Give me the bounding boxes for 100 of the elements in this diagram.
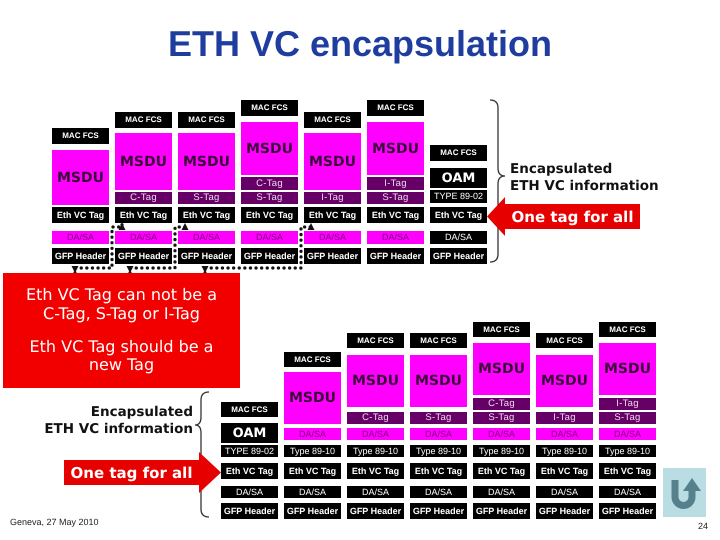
vc-tag-segment: Eth VC Tag bbox=[410, 463, 467, 479]
tag-segment: I-Tag bbox=[367, 177, 424, 190]
header-segment: GFP Header bbox=[284, 503, 341, 519]
brace-label: Encapsulated ETH VC information bbox=[510, 161, 660, 195]
msdu-segment: MSDU bbox=[473, 343, 530, 395]
tag-segment: C-Tag bbox=[115, 192, 172, 204]
address-segment: DA/SA bbox=[473, 486, 530, 498]
type-segment: Type 89-10 bbox=[473, 445, 530, 457]
fcs-segment: MAC FCS bbox=[178, 112, 235, 128]
fcs-segment: MAC FCS bbox=[473, 322, 530, 337]
header-segment: GFP Header bbox=[347, 503, 404, 519]
fcs-segment: MAC FCS bbox=[304, 112, 361, 128]
vc-tag-segment: Eth VC Tag bbox=[304, 207, 361, 223]
header-segment: GFP Header bbox=[115, 248, 172, 264]
header-segment: GFP Header bbox=[304, 248, 361, 264]
tag-segment: C-Tag bbox=[347, 412, 404, 424]
msdu-segment: MSDU bbox=[52, 150, 109, 205]
header-segment: GFP Header bbox=[367, 248, 424, 264]
header-segment: GFP Header bbox=[178, 248, 235, 264]
vc-tag-segment: Eth VC Tag bbox=[241, 207, 298, 223]
address-segment: DA/SA bbox=[284, 428, 341, 440]
vc-tag-segment: Eth VC Tag bbox=[178, 207, 235, 223]
header-segment: GFP Header bbox=[473, 503, 530, 519]
tag-segment: S-Tag bbox=[599, 412, 656, 424]
fcs-segment: MAC FCS bbox=[347, 333, 404, 348]
address-segment: DA/SA bbox=[536, 428, 593, 440]
tag-segment: S-Tag bbox=[410, 412, 467, 424]
tag-segment: S-Tag bbox=[367, 192, 424, 204]
vc-tag-segment: Eth VC Tag bbox=[430, 207, 487, 223]
vc-tag-segment: Eth VC Tag bbox=[473, 463, 530, 479]
fcs-segment: MAC FCS bbox=[536, 333, 593, 348]
type-segment: Type 89-10 bbox=[536, 445, 593, 457]
date-text: Geneva, 27 May 2010 bbox=[10, 517, 100, 528]
fcs-segment: MAC FCS bbox=[410, 333, 467, 348]
header-segment: GFP Header bbox=[536, 503, 593, 519]
msdu-segment: MSDU bbox=[367, 122, 424, 175]
fcs-segment: MAC FCS bbox=[221, 402, 278, 417]
slide-title: ETH VC encapsulation bbox=[168, 24, 552, 64]
address-segment: DA/SA bbox=[347, 428, 404, 440]
tag-segment: S-Tag bbox=[178, 192, 235, 204]
vc-tag-segment: Eth VC Tag bbox=[115, 207, 172, 223]
page-number: 24 bbox=[696, 521, 708, 532]
callout-text: Eth VC Tag should be a new Tag bbox=[28, 338, 214, 375]
tag-segment: I-Tag bbox=[304, 192, 361, 204]
header-segment: GFP Header bbox=[599, 503, 656, 519]
oam-segment: OAM bbox=[430, 168, 487, 188]
fcs-segment: MAC FCS bbox=[284, 352, 341, 367]
msdu-segment: MSDU bbox=[304, 133, 361, 190]
address-segment: DA/SA bbox=[367, 231, 424, 244]
fcs-segment: MAC FCS bbox=[367, 100, 424, 116]
tag-segment: C-Tag bbox=[473, 398, 530, 410]
type-segment: TYPE 89-02 bbox=[221, 445, 278, 457]
fcs-segment: MAC FCS bbox=[52, 128, 109, 144]
msdu-segment: MSDU bbox=[115, 133, 172, 190]
address-segment: DA/SA bbox=[410, 428, 467, 440]
fcs-segment: MAC FCS bbox=[430, 145, 487, 161]
header-segment: GFP Header bbox=[241, 248, 298, 264]
msdu-segment: MSDU bbox=[241, 122, 298, 175]
tag-segment: I-Tag bbox=[599, 398, 656, 410]
brace-label: Encapsulated ETH VC information bbox=[43, 404, 193, 438]
address-segment: DA/SA bbox=[536, 486, 593, 498]
vc-tag-segment: Eth VC Tag bbox=[347, 463, 404, 479]
address-segment: DA/SA bbox=[52, 231, 109, 244]
type-segment: Type 89-10 bbox=[284, 445, 341, 457]
header-segment: GFP Header bbox=[221, 503, 278, 519]
address-segment: DA/SA bbox=[284, 486, 341, 498]
address-segment: DA/SA bbox=[473, 428, 530, 440]
dotted-arrow bbox=[126, 221, 188, 275]
callout-text: Eth VC Tag can not be a C-Tag, S-Tag or I-Tag bbox=[25, 286, 218, 324]
type-segment: Type 89-10 bbox=[347, 445, 404, 457]
msdu-segment: MSDU bbox=[410, 355, 467, 407]
type-segment: Type 89-10 bbox=[410, 445, 467, 457]
address-segment: DA/SA bbox=[221, 486, 278, 498]
fcs-segment: MAC FCS bbox=[241, 100, 298, 116]
vc-tag-segment: Eth VC Tag bbox=[221, 463, 278, 479]
vc-tag-segment: Eth VC Tag bbox=[52, 207, 109, 223]
address-segment: DA/SA bbox=[304, 231, 361, 244]
address-segment: DA/SA bbox=[241, 231, 298, 244]
vc-tag-segment: Eth VC Tag bbox=[599, 463, 656, 479]
tag-segment: S-Tag bbox=[241, 192, 298, 204]
address-segment: DA/SA bbox=[115, 231, 172, 244]
vc-tag-segment: Eth VC Tag bbox=[284, 463, 341, 479]
dotted-arrow bbox=[202, 221, 314, 275]
tag-segment: C-Tag bbox=[241, 177, 298, 190]
address-segment: DA/SA bbox=[430, 231, 487, 244]
address-segment: DA/SA bbox=[347, 486, 404, 498]
address-segment: DA/SA bbox=[178, 231, 235, 244]
header-segment: GFP Header bbox=[410, 503, 467, 519]
oam-segment: OAM bbox=[221, 423, 278, 443]
msdu-segment: MSDU bbox=[599, 343, 656, 395]
fcs-segment: MAC FCS bbox=[115, 112, 172, 128]
header-segment: GFP Header bbox=[52, 248, 109, 264]
type-segment: Type 89-10 bbox=[599, 445, 656, 457]
msdu-segment: MSDU bbox=[178, 133, 235, 190]
vc-tag-segment: Eth VC Tag bbox=[367, 207, 424, 223]
vc-tag-segment: Eth VC Tag bbox=[536, 463, 593, 479]
msdu-segment: MSDU bbox=[284, 372, 341, 424]
tag-segment: I-Tag bbox=[536, 412, 593, 424]
address-segment: DA/SA bbox=[410, 486, 467, 498]
msdu-segment: MSDU bbox=[347, 355, 404, 407]
